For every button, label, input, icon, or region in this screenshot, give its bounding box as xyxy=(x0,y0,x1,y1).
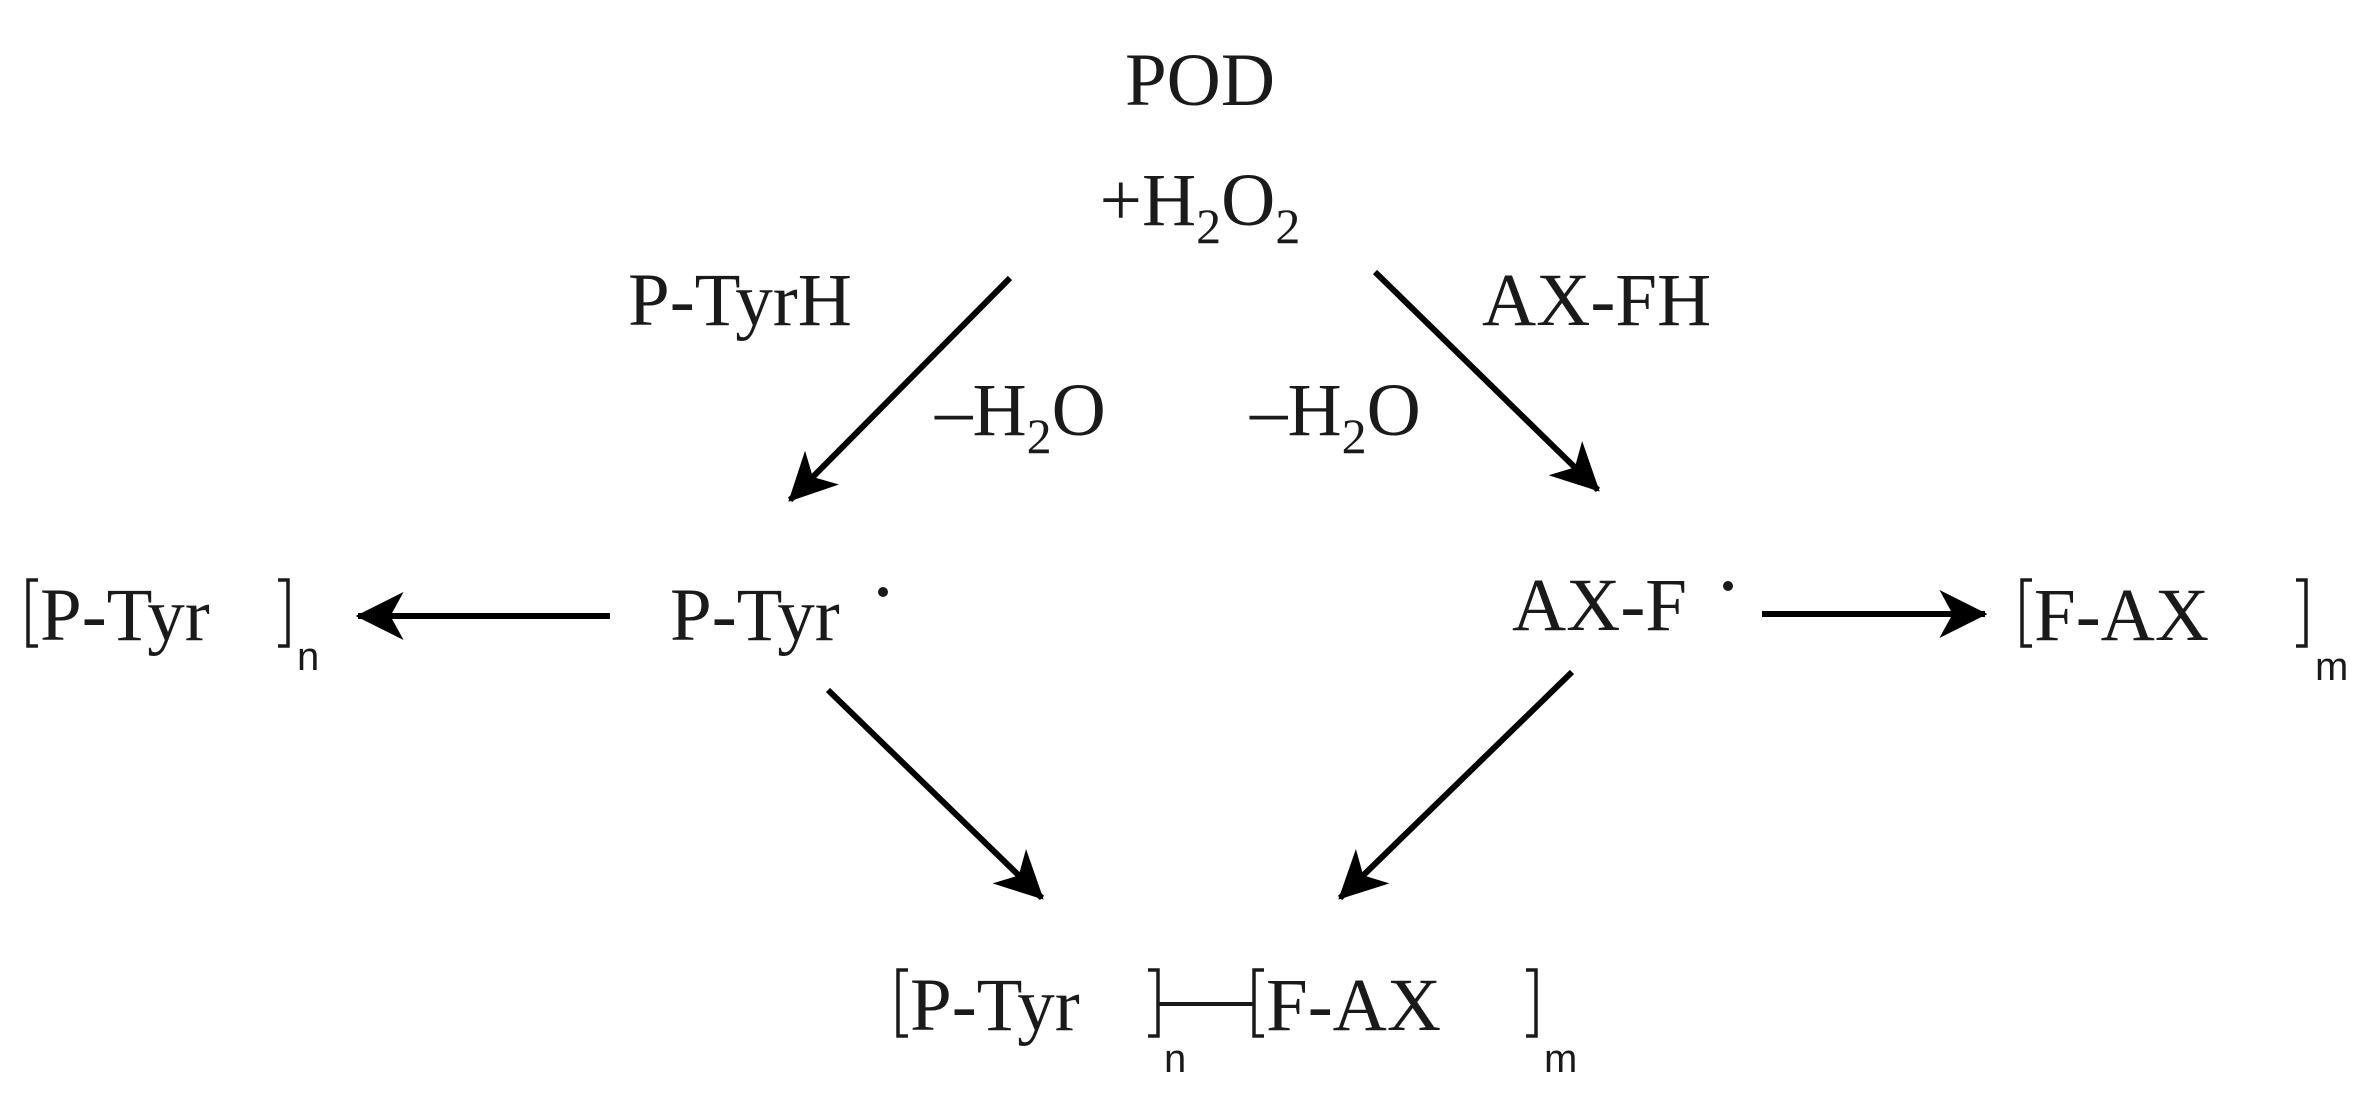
product-left-index: n xyxy=(1164,1037,1186,1081)
arrow-left-radical-to-product xyxy=(825,687,1045,901)
right-reactant-label: AX-FH xyxy=(1482,259,1711,342)
left-radical-dot xyxy=(878,587,888,597)
left-polymer-index: n xyxy=(297,635,319,679)
product-right-text: F-AX xyxy=(1266,964,1441,1047)
left-water-loss-label: –H2O xyxy=(934,369,1106,464)
left-polymer: P-Tyr n xyxy=(26,574,319,679)
product-right-open-bracket xyxy=(1252,968,1264,1038)
arrow-to-right-radical xyxy=(1372,269,1601,493)
enzyme-label: POD xyxy=(1125,39,1275,122)
right-radical-label: AX-F xyxy=(1512,564,1687,647)
arrow-to-left-radical xyxy=(787,275,1013,503)
left-polymer-close-bracket xyxy=(278,578,290,648)
product-right-index: m xyxy=(1544,1037,1577,1081)
right-water-loss-label: –H2O xyxy=(1249,369,1421,464)
product-left-close-bracket xyxy=(1148,968,1160,1038)
product-left-text: P-Tyr xyxy=(910,964,1080,1047)
arrow-right-radical-to-product xyxy=(1337,669,1575,901)
left-polymer-text: P-Tyr xyxy=(40,574,210,657)
right-radical-dot xyxy=(1723,581,1733,591)
right-polymer-index: m xyxy=(2315,645,2348,689)
oxidant-label: +H2O2 xyxy=(1100,159,1301,254)
right-polymer-close-bracket xyxy=(2296,578,2308,648)
product-left-open-bracket xyxy=(896,968,908,1038)
right-polymer-text: F-AX xyxy=(2034,574,2209,657)
left-polymer-open-bracket xyxy=(26,578,38,648)
product-right-close-bracket xyxy=(1526,968,1538,1038)
right-polymer-open-bracket xyxy=(2020,578,2032,648)
copolymer-product: P-Tyr n F-AX m xyxy=(896,964,1577,1081)
left-reactant-label: P-TyrH xyxy=(628,259,852,342)
left-radical-label: P-Tyr xyxy=(670,574,840,657)
right-polymer: F-AX m xyxy=(2020,574,2348,689)
